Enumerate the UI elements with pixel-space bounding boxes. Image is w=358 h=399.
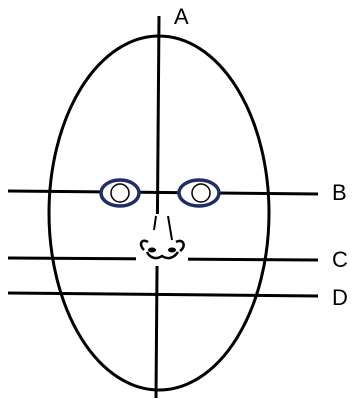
horizontal-line-d [8, 293, 318, 296]
nose-icon [136, 214, 188, 266]
horizontal-line-b [8, 191, 318, 194]
label-b: B [332, 180, 347, 205]
left-eye-icon [101, 180, 139, 206]
label-a: A [174, 4, 189, 29]
label-c: C [332, 247, 348, 272]
vertical-midline-a [156, 16, 159, 398]
right-eye-icon [179, 180, 219, 206]
label-d: D [332, 285, 348, 310]
